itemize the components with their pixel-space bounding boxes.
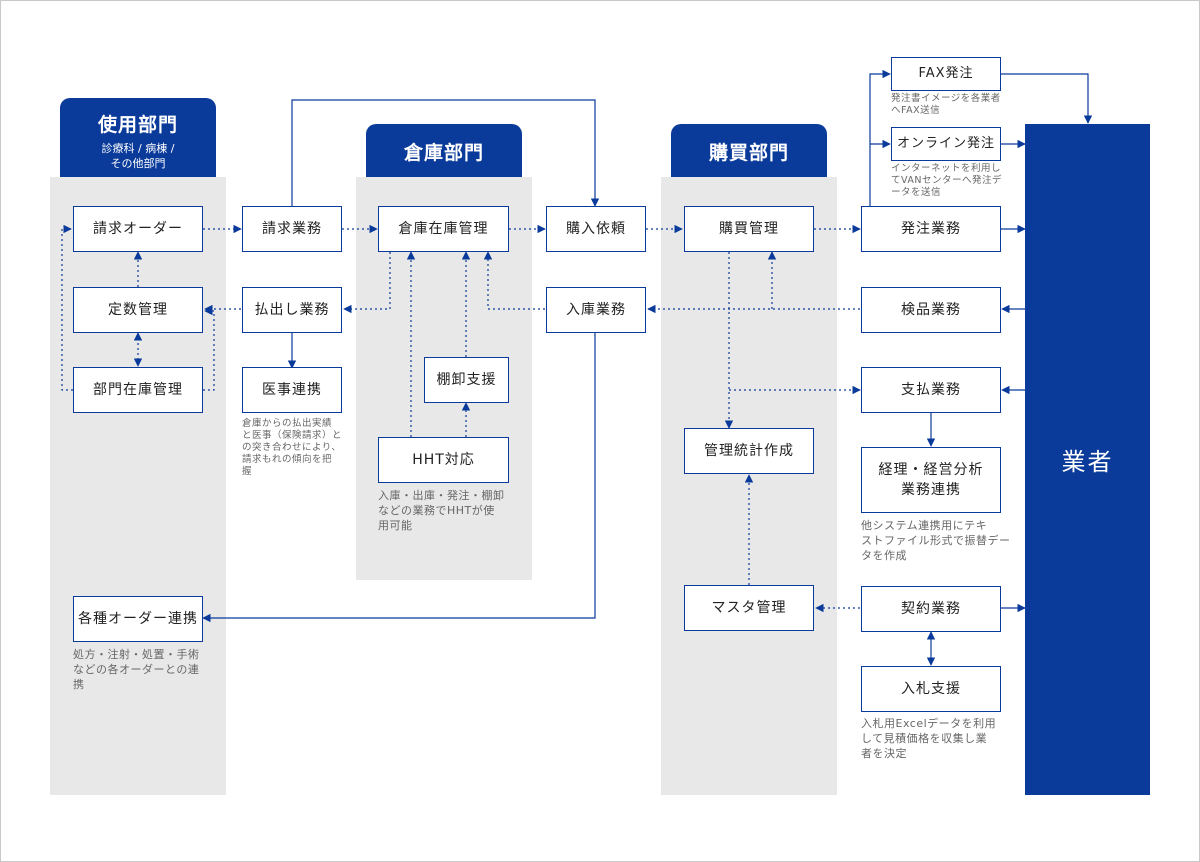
purchase-dept-header: 購買部門 xyxy=(671,124,827,177)
souko-zaiko-box: 倉庫在庫管理 xyxy=(378,206,509,252)
kanri-tokei-label: 管理統計作成 xyxy=(704,443,794,459)
hht-label: HHT対応 xyxy=(412,452,475,468)
fax-hatchu-label: FAX発注 xyxy=(918,66,974,81)
souko-zaiko-label: 倉庫在庫管理 xyxy=(398,221,489,237)
konyu-irai-box: 購入依頼 xyxy=(546,206,646,252)
nyusatsu-shien-label: 入札支援 xyxy=(901,681,961,697)
vendor-block: 業者 xyxy=(1025,124,1150,795)
kakushu-order-box: 各種オーダー連携 xyxy=(73,596,203,642)
hatchu-gyomu-label: 発注業務 xyxy=(901,221,961,237)
purchase-dept-title: 購買部門 xyxy=(708,142,789,164)
keiyaku-gyomu-label: 契約業務 xyxy=(901,601,961,617)
kakushu-order-label: 各種オーダー連携 xyxy=(78,611,198,627)
warehouse-dept-title: 倉庫部門 xyxy=(403,142,484,164)
bumon-zaiko-box: 部門在庫管理 xyxy=(73,367,203,413)
iji-renkei-box: 医事連携 xyxy=(242,367,342,413)
nyusatsu-shien-box: 入札支援 xyxy=(861,666,1001,712)
hatchu-gyomu-box: 発注業務 xyxy=(861,206,1001,252)
vendor-label: 業者 xyxy=(1061,448,1114,476)
hht-note: 入庫・出庫・発注・棚卸 などの業務でHHTが使 用可能 xyxy=(378,489,505,532)
nyusatsu-note: 入札用Excelデータを利用 して見積価格を収集し業 者を決定 xyxy=(861,717,997,760)
user-dept-title: 使用部門 xyxy=(97,114,178,136)
seikyu-order-box: 請求オーダー xyxy=(73,206,203,252)
online-hatchu-label: オンライン発注 xyxy=(896,136,995,151)
seikyu-order-label: 請求オーダー xyxy=(93,221,183,237)
master-kanri-label: マスタ管理 xyxy=(711,600,787,616)
keiri-note: 他システム連携用にテキ ストファイル形式で振替デー タを作成 xyxy=(861,519,1011,562)
nyuko-label: 入庫業務 xyxy=(566,302,626,318)
teisu-kanri-label: 定数管理 xyxy=(108,302,168,318)
tanaoroshi-label: 棚卸支援 xyxy=(436,372,497,388)
seikyu-gyomu-label: 請求業務 xyxy=(262,221,322,237)
kakushu-note: 処方・注射・処置・手術 などの各オーダーとの連 携 xyxy=(73,648,200,691)
fax-hatchu-box: FAX発注 xyxy=(891,57,1001,91)
kanri-tokei-box: 管理統計作成 xyxy=(684,428,814,474)
kobai-kanri-box: 購買管理 xyxy=(684,206,814,252)
seikyu-gyomu-box: 請求業務 xyxy=(242,206,342,252)
online-note: インターネットを利用し てVANセンターへ発注デ ータを送信 xyxy=(891,163,1002,198)
user-dept-header: 使用部門 診療科 / 病棟 / その他部門 xyxy=(60,98,216,177)
iji-renkei-label: 医事連携 xyxy=(262,382,322,398)
user-dept-subtitle: 診療科 / 病棟 / その他部門 xyxy=(101,142,175,170)
keiyaku-gyomu-box: 契約業務 xyxy=(861,586,1001,632)
shiharai-gyomu-box: 支払業務 xyxy=(861,367,1001,413)
tanaoroshi-box: 棚卸支援 xyxy=(424,357,509,403)
kenpin-gyomu-box: 検品業務 xyxy=(861,287,1001,333)
kenpin-gyomu-label: 検品業務 xyxy=(901,302,961,318)
shiharai-gyomu-label: 支払業務 xyxy=(901,382,961,398)
nyuko-box: 入庫業務 xyxy=(546,287,646,333)
online-hatchu-box: オンライン発注 xyxy=(891,127,1001,161)
bumon-zaiko-label: 部門在庫管理 xyxy=(93,382,183,398)
haraidashi-label: 払出し業務 xyxy=(254,302,330,318)
hht-box: HHT対応 xyxy=(378,437,509,483)
haraidashi-box: 払出し業務 xyxy=(242,287,342,333)
iji-note: 倉庫からの払出実績 と医事（保険請求）と の突き合わせにより、 請求もれの傾向を… xyxy=(242,418,343,477)
master-kanri-box: マスタ管理 xyxy=(684,585,814,631)
konyu-irai-label: 購入依頼 xyxy=(566,221,626,237)
warehouse-dept-header: 倉庫部門 xyxy=(366,124,522,177)
purchase-dept-column xyxy=(661,177,837,795)
keiri-renkei-box: 経理・経営分析 業務連携 xyxy=(861,447,1001,513)
fax-note: 発注書イメージを各業者 へFAX送信 xyxy=(891,93,1001,116)
keiri-renkei-label: 経理・経営分析 業務連携 xyxy=(878,462,984,498)
teisu-kanri-box: 定数管理 xyxy=(73,287,203,333)
kobai-kanri-label: 購買管理 xyxy=(719,221,779,237)
